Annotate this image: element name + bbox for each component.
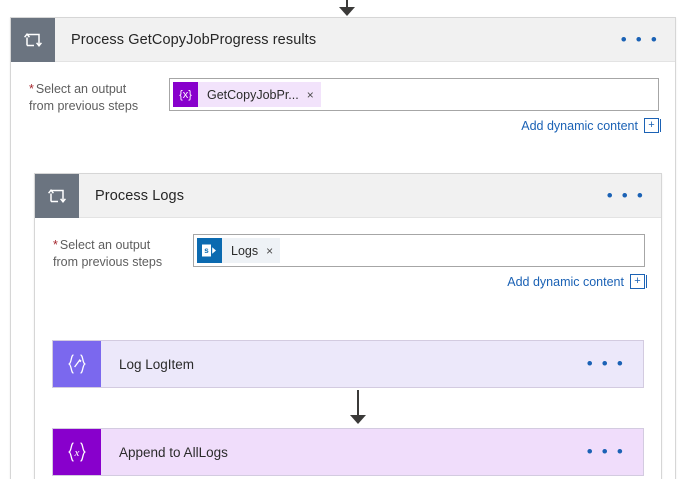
down-arrow-icon <box>339 7 355 16</box>
action-card-body: Append to AllLogs <box>101 429 569 475</box>
token-remove-icon[interactable]: × <box>266 243 274 258</box>
overflow-menu-icon[interactable]: • • • <box>620 29 659 49</box>
action-title: Log LogItem <box>119 356 195 372</box>
action-card-append-to-alllogs[interactable]: x Append to AllLogs • • • <box>52 428 644 476</box>
token-remove-icon[interactable]: × <box>306 87 314 102</box>
overflow-menu-icon[interactable]: • • • <box>606 185 645 205</box>
parameter-label: *Select an output from previous steps <box>29 78 169 115</box>
inner-parameter-label-line2: from previous steps <box>53 255 163 269</box>
foreach-loop-icon <box>11 17 55 62</box>
token-body: GetCopyJobPr... × <box>198 82 321 107</box>
action-card-body: Log LogItem <box>101 341 569 387</box>
sharepoint-token[interactable]: s Logs × <box>197 238 281 263</box>
action-title: Append to AllLogs <box>119 444 228 460</box>
scope-card-process-getcopyjobprogress-results[interactable]: Process GetCopyJobProgress results • • •… <box>10 17 676 479</box>
variable-braces-icon: x <box>53 429 101 475</box>
variable-braces-icon: {x} <box>173 82 198 107</box>
inner-scope-header[interactable]: Process Logs • • • <box>35 173 661 218</box>
action-card-log-logitem[interactable]: Log LogItem • • • <box>52 340 644 388</box>
dynamic-content-token[interactable]: {x} GetCopyJobPr... × <box>173 82 321 107</box>
inner-add-dynamic-content-row: Add dynamic content + <box>193 274 647 289</box>
sharepoint-icon: s <box>197 238 222 263</box>
parameter-field-wrapper: {x} GetCopyJobPr... × Add dynamic conten… <box>169 78 661 133</box>
inner-select-output-input[interactable]: s Logs × <box>193 234 645 267</box>
parameter-label-line1: Select an output <box>35 82 127 96</box>
svg-text:x: x <box>74 447 80 459</box>
scope-header[interactable]: Process GetCopyJobProgress results • • • <box>11 17 675 62</box>
overflow-menu-icon[interactable]: • • • <box>568 429 643 475</box>
scope-title: Process GetCopyJobProgress results <box>71 31 317 48</box>
add-dynamic-content-plus-icon[interactable]: + <box>644 118 661 133</box>
connector-shaft <box>346 0 348 8</box>
foreach-loop-icon <box>35 173 79 218</box>
inner-parameter-field-wrapper: s Logs × Add dynamic content <box>193 234 647 289</box>
parameter-row-select-output: *Select an output from previous steps {x… <box>11 62 675 133</box>
add-dynamic-content-link[interactable]: Add dynamic content <box>521 118 638 133</box>
inner-parameter-row-select-output: *Select an output from previous steps s <box>35 218 661 289</box>
overflow-menu-icon[interactable]: • • • <box>568 341 643 387</box>
inner-parameter-label-line1: Select an output <box>59 238 151 252</box>
svg-text:s: s <box>204 246 209 255</box>
required-asterisk: * <box>53 238 58 252</box>
select-output-input[interactable]: {x} GetCopyJobPr... × <box>169 78 659 111</box>
required-asterisk: * <box>29 82 34 96</box>
parameter-label-line2: from previous steps <box>29 99 139 113</box>
add-dynamic-content-row: Add dynamic content + <box>169 118 661 133</box>
inner-token-body: Logs × <box>222 238 281 263</box>
add-dynamic-content-link[interactable]: Add dynamic content <box>507 274 624 289</box>
token-label: GetCopyJobPr... <box>207 87 299 102</box>
inner-scope-title: Process Logs <box>95 187 185 204</box>
compose-braces-icon <box>53 341 101 387</box>
inner-token-label: Logs <box>231 243 259 258</box>
add-dynamic-content-plus-icon[interactable]: + <box>630 274 647 289</box>
inner-parameter-label: *Select an output from previous steps <box>53 234 193 271</box>
connector-arrow-top <box>339 0 355 16</box>
